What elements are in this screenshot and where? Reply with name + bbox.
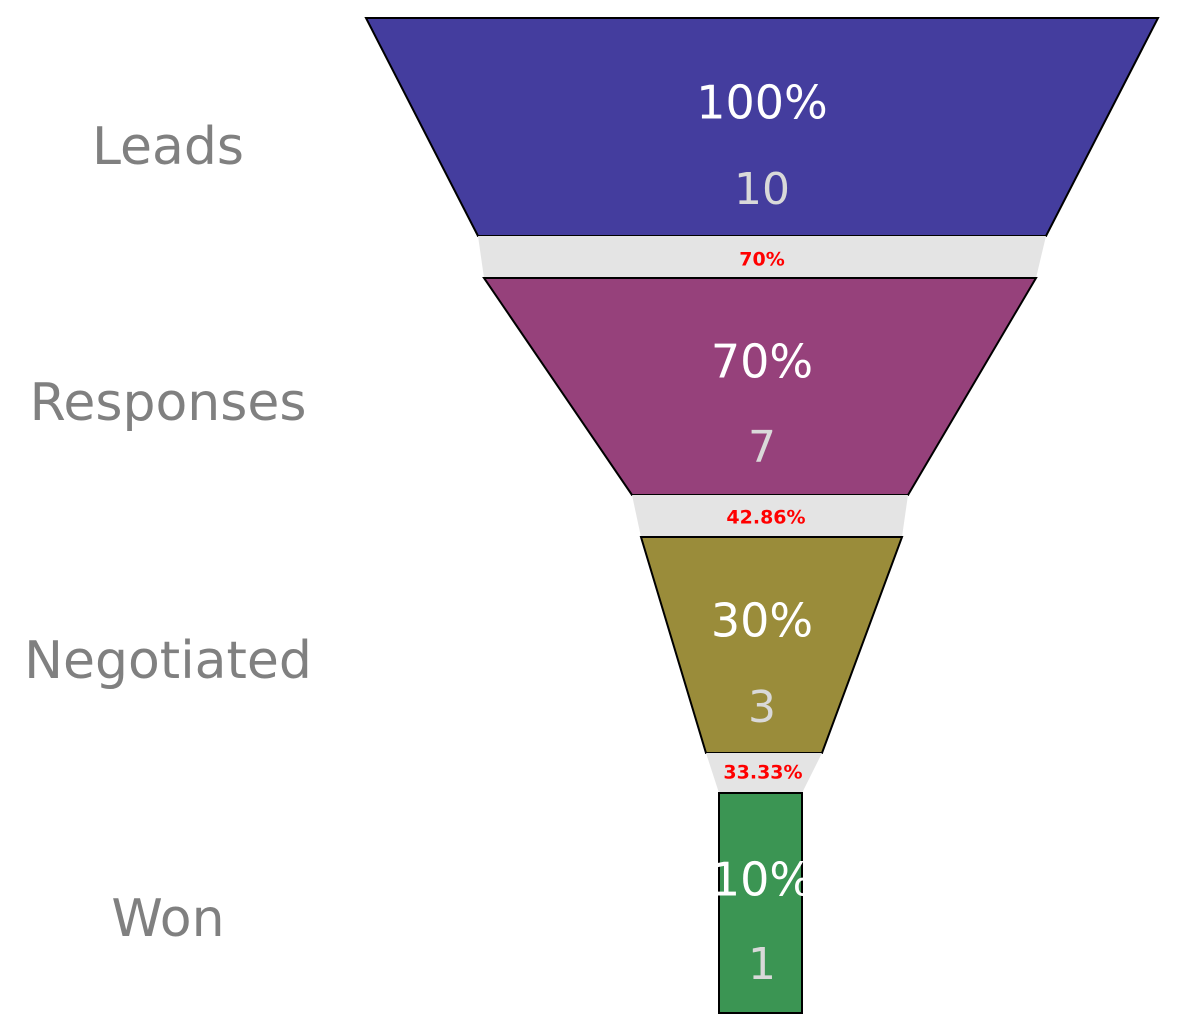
- funnel-segment-responses-percent: 70%: [711, 335, 813, 389]
- funnel-connector-leads-to-responses-shape: [478, 236, 1046, 278]
- funnel-connector-negotiated-to-won: 33.33%: [706, 753, 822, 793]
- funnel-connector-responses-to-negotiated-shape: [632, 495, 908, 537]
- funnel-connector-negotiated-to-won-label: 33.33%: [723, 762, 802, 784]
- funnel-stage-label-negotiated: Negotiated: [24, 631, 312, 691]
- funnel-segment-won[interactable]: 10% 1: [711, 792, 813, 1014]
- funnel-segment-won-value: 1: [748, 939, 776, 990]
- funnel-segment-negotiated[interactable]: 30% 3: [639, 536, 904, 754]
- funnel-segment-negotiated-percent: 30%: [711, 594, 813, 648]
- funnel-segment-won-shape[interactable]: [718, 792, 803, 1014]
- funnel-connector-leads-to-responses-label: 70%: [739, 249, 784, 271]
- funnel-segment-leads[interactable]: 100% 10: [364, 17, 1160, 237]
- funnel-segment-responses[interactable]: 70% 7: [482, 277, 1038, 496]
- funnel-stage-label-won: Won: [111, 889, 224, 949]
- funnel-segment-leads-value: 10: [734, 164, 790, 215]
- funnel-segment-responses-value: 7: [748, 422, 776, 473]
- funnel-connector-responses-to-negotiated: 42.86%: [632, 495, 908, 537]
- funnel-segment-won-percent: 10%: [711, 853, 813, 907]
- funnel-connector-leads-to-responses: 70%: [478, 236, 1046, 278]
- funnel-connector-negotiated-to-won-shape: [706, 753, 822, 793]
- funnel-segment-leads-percent: 100%: [696, 76, 828, 130]
- funnel-connector-responses-to-negotiated-label: 42.86%: [726, 507, 805, 529]
- funnel-segment-negotiated-value: 3: [748, 682, 776, 733]
- funnel-stage-label-leads: Leads: [92, 117, 244, 177]
- funnel-stage-labels: Leads Responses Negotiated Won: [24, 117, 312, 949]
- funnel-stage-label-responses: Responses: [30, 373, 307, 433]
